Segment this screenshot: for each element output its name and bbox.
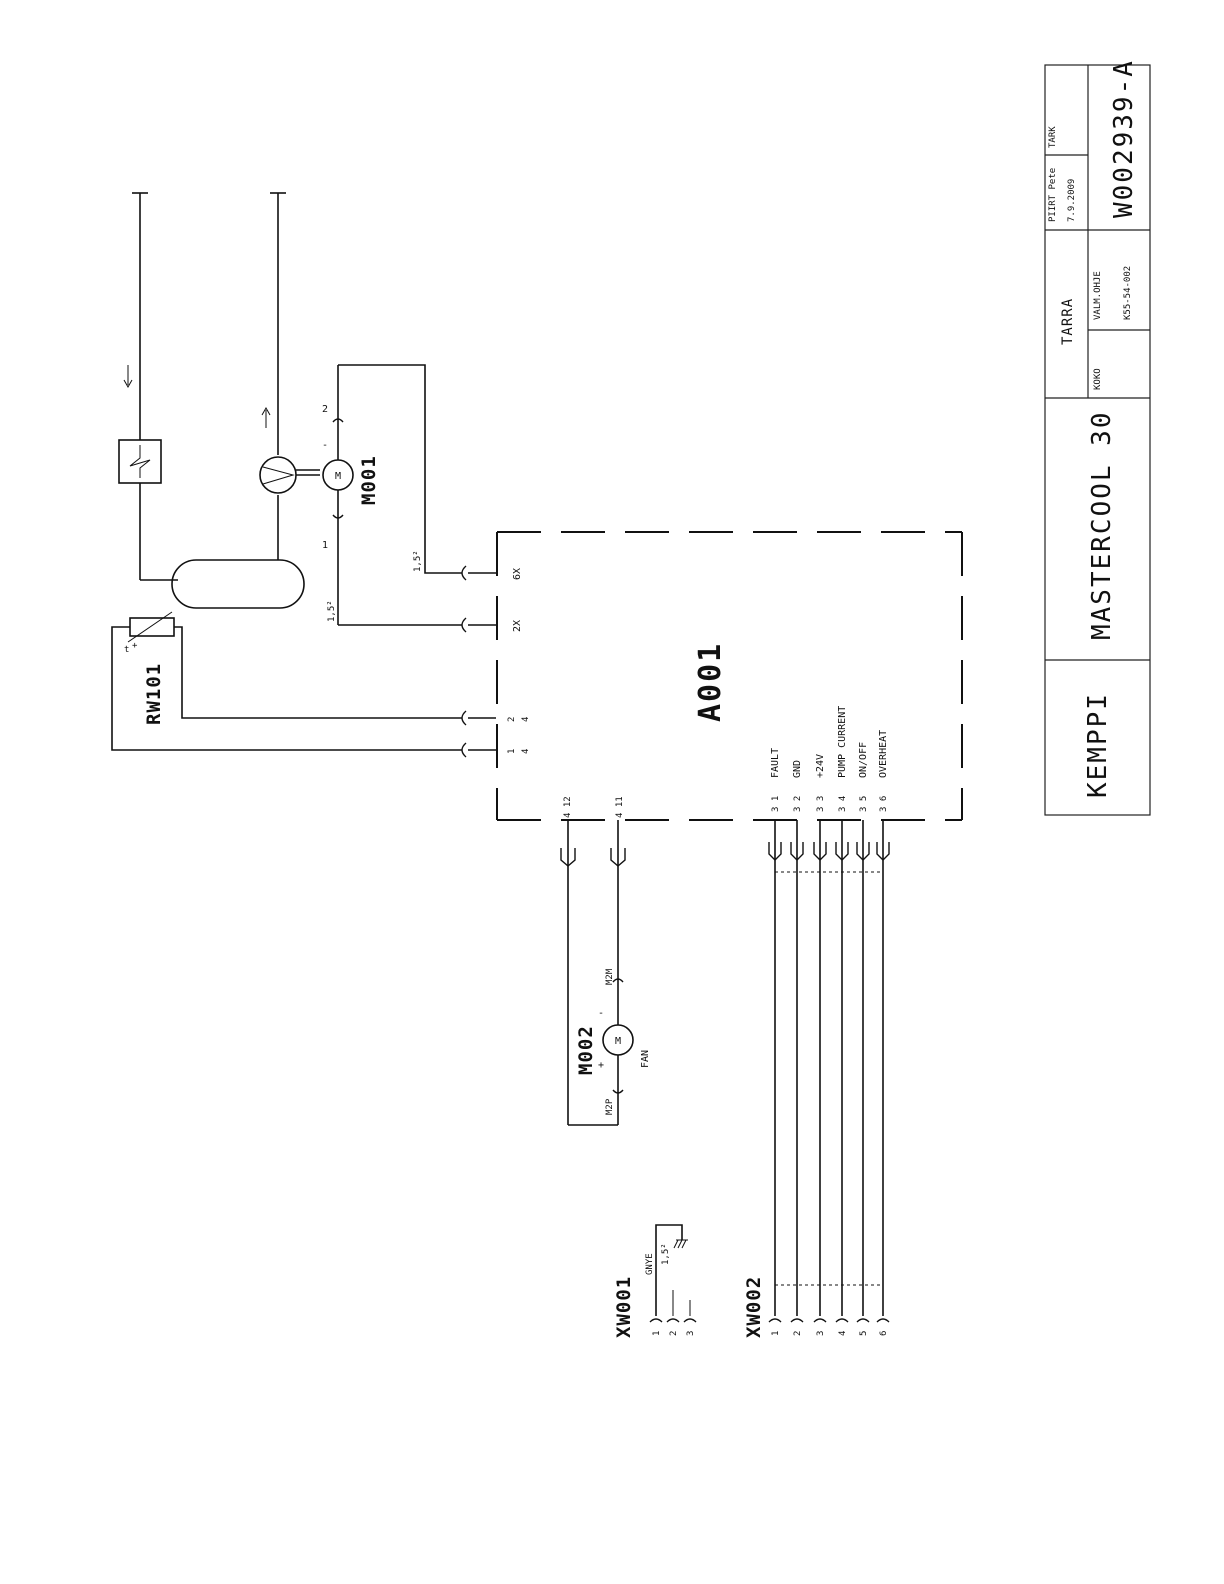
m001-pin2-label: 2 — [322, 404, 328, 415]
coolant-circuit — [119, 193, 320, 608]
connector-rw2-icon — [462, 711, 496, 725]
connector-x2-label: 2X — [512, 620, 523, 632]
coolant-tank-icon — [172, 560, 304, 608]
temperature-sensor-rw101: t + RW101 — [112, 612, 462, 750]
m002-plus-label: + — [598, 1060, 604, 1071]
signal-label-on-off: ON/OFF — [858, 742, 869, 778]
signal-label-24v: +24V — [815, 754, 826, 778]
m001-minus-label: - — [322, 440, 328, 451]
m001-pin1-label: 1 — [322, 540, 328, 551]
signal-label-overheat: OVERHEAT — [878, 730, 889, 778]
m002-m2m-label: M2M — [605, 968, 615, 985]
signal-pin-on-off: 3 5 — [859, 796, 869, 812]
xw001-earth-wire — [656, 1225, 682, 1316]
xw002-socket-6-icon — [877, 1319, 889, 1322]
rw101-plus-mark: + — [132, 641, 138, 651]
xw002-socket-4-icon — [836, 1319, 848, 1322]
xw002-socket-3-icon — [814, 1319, 826, 1322]
xw002-socket-5-icon — [857, 1319, 869, 1322]
title-piirt-label: PIIRT Pete — [1048, 168, 1058, 222]
m002-reference: M002 — [575, 1025, 597, 1075]
signal-wires — [769, 820, 889, 1322]
xw002-pin-1: 1 — [771, 1331, 781, 1336]
signal-label-pump-current: PUMP CURRENT — [837, 706, 848, 778]
title-block: KEMPPI MASTERCOOL 30 TARRA KOKO VALM.OHJ… — [1045, 59, 1150, 815]
signal-pin-pump-current: 3 4 — [838, 796, 848, 812]
connector-rw-pin2b: 4 — [521, 717, 531, 722]
xw001-reference: XW001 — [613, 1276, 635, 1338]
fan-pin-12-label: 4 12 — [563, 796, 573, 818]
xw001-wire-color: GNYE — [645, 1253, 655, 1275]
connector-rw-pin2: 2 — [507, 717, 517, 722]
wire-size-x2: 1,5² — [327, 600, 337, 622]
pump-motor-m001: M 2 1 - M001 1,5² 1,5² — [322, 365, 462, 625]
xw002-pin-4: 4 — [838, 1331, 848, 1336]
control-board-a001: A001 6X 2X 2 4 1 4 4 12 4 11 3 1 FAULT 3… — [462, 532, 962, 820]
signal-pin-fault: 3 1 — [771, 796, 781, 812]
fan-pin-11-label: 4 11 — [615, 796, 625, 818]
fan-motor-m002: M - + M2M M2P FAN M002 — [561, 820, 651, 1125]
m002-motor-letter: M — [615, 1036, 621, 1047]
signal-pin-overheat: 3 6 — [879, 796, 889, 812]
xw001-socket-3-icon — [684, 1319, 696, 1322]
title-valmohje-value: K55-54-002 — [1123, 266, 1133, 320]
xw001-socket-2-icon — [667, 1319, 679, 1322]
m001-reference: M001 — [358, 455, 380, 505]
xw002-pin-6: 6 — [879, 1331, 889, 1336]
xw002-pin-3: 3 — [816, 1331, 826, 1336]
connector-x6-icon — [462, 566, 496, 580]
signal-pin-gnd: 3 2 — [793, 796, 803, 812]
xw001-pin-3: 3 — [686, 1331, 696, 1336]
rw101-wire-2 — [174, 627, 462, 718]
xw001-wire-size: 1,5² — [661, 1243, 671, 1265]
xw002-socket-2-icon — [791, 1319, 803, 1322]
pump-icon — [260, 457, 320, 493]
m002-minus-label: - — [598, 1008, 604, 1019]
signal-labels: 3 1 FAULT 3 2 GND 3 3 +24V 3 4 PUMP CURR… — [770, 706, 889, 812]
rw101-t-mark: t — [124, 645, 129, 655]
signal-label-fault: FAULT — [770, 748, 781, 778]
title-valmohje-label: VALM.OHJE — [1093, 271, 1103, 320]
a001-reference: A001 — [693, 642, 728, 722]
heat-exchanger-icon — [119, 440, 161, 483]
connector-x2-icon — [462, 618, 496, 632]
m002-m2p-label: M2P — [605, 1098, 615, 1115]
connector-rw-pin1b: 4 — [521, 749, 531, 754]
signal-pin-24v: 3 3 — [816, 796, 826, 812]
signal-label-gnd: GND — [792, 760, 803, 778]
title-brand: KEMPPI — [1083, 692, 1113, 798]
connector-rw-pin1: 1 — [507, 749, 517, 754]
title-drawing-number: W002939-A — [1109, 59, 1139, 218]
title-date: 7.9.2009 — [1067, 179, 1077, 222]
connector-rw1-icon — [462, 743, 496, 757]
wire-size-x6: 1,5² — [413, 550, 423, 572]
rw101-thermistor-icon — [130, 618, 174, 636]
connector-x6-label: 6X — [512, 568, 523, 580]
title-product: MASTERCOOL 30 — [1087, 411, 1117, 641]
xw001-pin-1: 1 — [652, 1331, 662, 1336]
rw101-reference: RW101 — [143, 663, 165, 725]
earth-ground-icon — [674, 1240, 688, 1248]
flow-arrow-down-icon — [124, 365, 132, 387]
connector-xw001: XW001 1 2 3 GNYE 1,5² — [613, 1225, 696, 1338]
xw002-pins: 1 2 3 4 5 6 — [771, 1331, 889, 1336]
xw002-socket-1-icon — [769, 1319, 781, 1322]
m001-wire-to-x6 — [338, 365, 462, 573]
title-tarra: TARRA — [1060, 298, 1076, 345]
xw001-pin-2: 2 — [669, 1331, 679, 1336]
title-tark: TARK — [1048, 126, 1058, 148]
rw101-variable-arrow — [128, 612, 172, 642]
xw001-socket-1-icon — [650, 1319, 662, 1322]
xw002-pin-2: 2 — [793, 1331, 803, 1336]
flow-arrow-up-icon — [262, 408, 270, 428]
xw001-pins: 1 2 3 — [652, 1331, 696, 1336]
xw002-pin-5: 5 — [859, 1331, 869, 1336]
m001-motor-letter: M — [335, 471, 341, 482]
m002-fan-label: FAN — [640, 1050, 651, 1068]
title-koko: KOKO — [1093, 368, 1103, 390]
xw002-reference: XW002 — [743, 1276, 765, 1338]
